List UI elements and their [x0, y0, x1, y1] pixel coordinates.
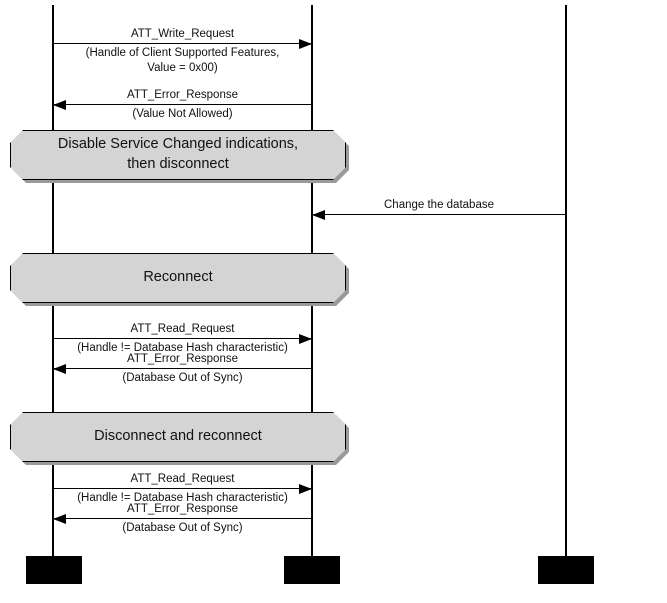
- arrowhead-right-icon: [299, 334, 312, 344]
- message-line-msg-5: [53, 368, 312, 369]
- message-detail-msg-6: (Handle != Database Hash characteristic): [77, 492, 288, 504]
- message-name-msg-6: ATT_Read_Request: [130, 473, 235, 485]
- terminator-term-client: [26, 556, 82, 584]
- message-line-msg-6: [53, 488, 312, 489]
- message-line-msg-7: [53, 518, 312, 519]
- note-note-3: Disconnect and reconnect: [10, 412, 346, 462]
- note-note-1: Disable Service Changed indications, the…: [10, 130, 346, 180]
- message-detail-msg-4: (Handle != Database Hash characteristic): [77, 342, 288, 354]
- note-label: Disconnect and reconnect: [94, 428, 262, 445]
- terminator-term-server: [284, 556, 340, 584]
- arrowhead-left-icon: [53, 364, 66, 374]
- arrowhead-right-icon: [299, 484, 312, 494]
- message-line-msg-4: [53, 338, 312, 339]
- message-line-msg-2: [53, 104, 312, 105]
- note-label: Reconnect: [143, 269, 213, 286]
- message-line-msg-3: [312, 214, 566, 215]
- arrowhead-left-icon: [312, 210, 325, 220]
- note-label: Disable Service Changed indications, the…: [57, 136, 299, 172]
- terminator-term-upper-tester: [538, 556, 594, 584]
- message-name-msg-5: ATT_Error_Response: [127, 353, 238, 365]
- arrowhead-right-icon: [299, 39, 312, 49]
- message-detail-msg-7: (Database Out of Sync): [122, 522, 243, 534]
- message-detail-msg-2: (Value Not Allowed): [132, 108, 233, 120]
- lifeline-upper_tester: [565, 5, 567, 556]
- arrowhead-left-icon: [53, 514, 66, 524]
- message-name-msg-2: ATT_Error_Response: [127, 89, 238, 101]
- message-name-msg-4: ATT_Read_Request: [130, 323, 235, 335]
- note-note-2: Reconnect: [10, 253, 346, 303]
- message-detail-msg-5: (Database Out of Sync): [122, 372, 243, 384]
- message-detail-msg-1: (Handle of Client Supported Features, Va…: [85, 47, 280, 74]
- message-name-msg-1: ATT_Write_Request: [130, 28, 235, 40]
- message-line-msg-1: [53, 43, 312, 44]
- message-name-msg-7: ATT_Error_Response: [127, 503, 238, 515]
- message-name-msg-3: Change the database: [384, 199, 494, 211]
- arrowhead-left-icon: [53, 100, 66, 110]
